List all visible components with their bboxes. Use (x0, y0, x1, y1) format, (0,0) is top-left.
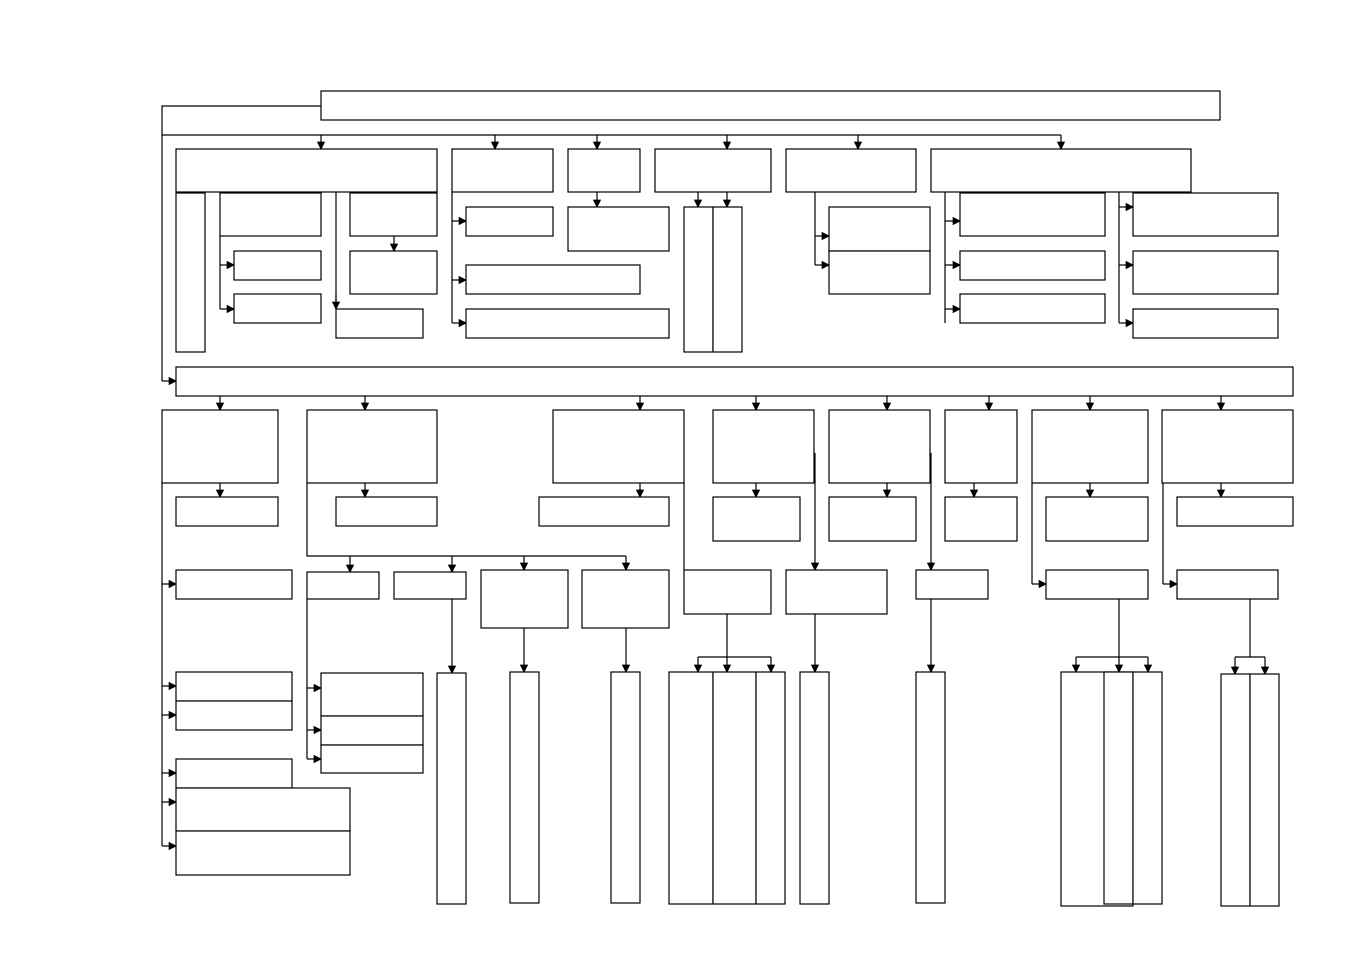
sub-box (1176, 496, 1294, 527)
column-box (436, 672, 467, 905)
column-box (799, 671, 830, 905)
child-box (567, 206, 670, 252)
sub-box (175, 569, 293, 600)
column-box (915, 671, 946, 904)
root-box (320, 90, 1221, 121)
leaf-box (320, 672, 424, 717)
level2-box (712, 409, 815, 484)
column-box (610, 671, 641, 904)
child-box (1132, 192, 1279, 237)
sub-box (538, 496, 670, 527)
sub-box (828, 496, 917, 542)
level2-box (552, 409, 685, 484)
sub-box (480, 569, 569, 629)
connector-layer (161, 105, 1270, 851)
column-box (668, 671, 714, 905)
level2-box (828, 409, 931, 484)
child-box (233, 293, 322, 324)
child-box (465, 264, 641, 295)
level2-box (306, 409, 438, 484)
sub-box (1176, 569, 1279, 600)
child-box (959, 192, 1106, 237)
sub-box (393, 571, 467, 600)
child-box (1132, 250, 1279, 295)
sub-box (785, 569, 888, 615)
level2-box (1161, 409, 1294, 484)
leaf-box (320, 715, 424, 746)
sub-box (683, 569, 772, 615)
sub-box (1045, 569, 1149, 600)
leaf-box (175, 758, 293, 789)
child-box (1132, 308, 1279, 339)
level1-box (451, 148, 554, 193)
column-box (1220, 673, 1251, 907)
column-box (712, 671, 757, 905)
node-layer (161, 90, 1294, 907)
sub-box (581, 569, 670, 629)
sub-box (175, 496, 279, 527)
sub-box (915, 569, 989, 600)
child-box (233, 250, 322, 281)
child-box (349, 250, 438, 295)
connector-line (161, 105, 1061, 136)
level1-box (930, 148, 1192, 193)
child-box (219, 192, 322, 237)
sub-box (944, 496, 1018, 542)
child-box (959, 250, 1106, 281)
child-box (335, 308, 424, 339)
level2-box (944, 409, 1018, 484)
level1-box (175, 148, 438, 193)
level2-box (161, 409, 279, 484)
connector-line (306, 483, 626, 557)
column-box (755, 671, 786, 905)
child-box (175, 192, 206, 353)
column-box (1132, 671, 1163, 905)
leaf-box (175, 787, 351, 832)
leaf-box (175, 671, 293, 702)
child-box (465, 206, 554, 237)
sub-box (712, 496, 801, 542)
column-box (509, 671, 540, 904)
child-box (828, 250, 931, 295)
level1-box (785, 148, 917, 193)
level1-box (654, 148, 772, 193)
leaf-box (175, 830, 351, 876)
child-box (465, 308, 670, 339)
leaf-box (320, 744, 424, 774)
column-box (1103, 671, 1134, 905)
sub-box (306, 571, 380, 600)
column-box (1249, 673, 1280, 907)
sub-box (1045, 496, 1149, 542)
child-box (828, 206, 931, 252)
leaf-box (175, 700, 293, 731)
child-box (683, 206, 714, 353)
child-box (349, 192, 438, 237)
level1-box (567, 148, 641, 193)
level2-box (1031, 409, 1149, 484)
middle-bar-box (175, 366, 1294, 397)
child-box (712, 206, 743, 353)
sub-box (335, 496, 438, 527)
child-box (959, 293, 1106, 324)
